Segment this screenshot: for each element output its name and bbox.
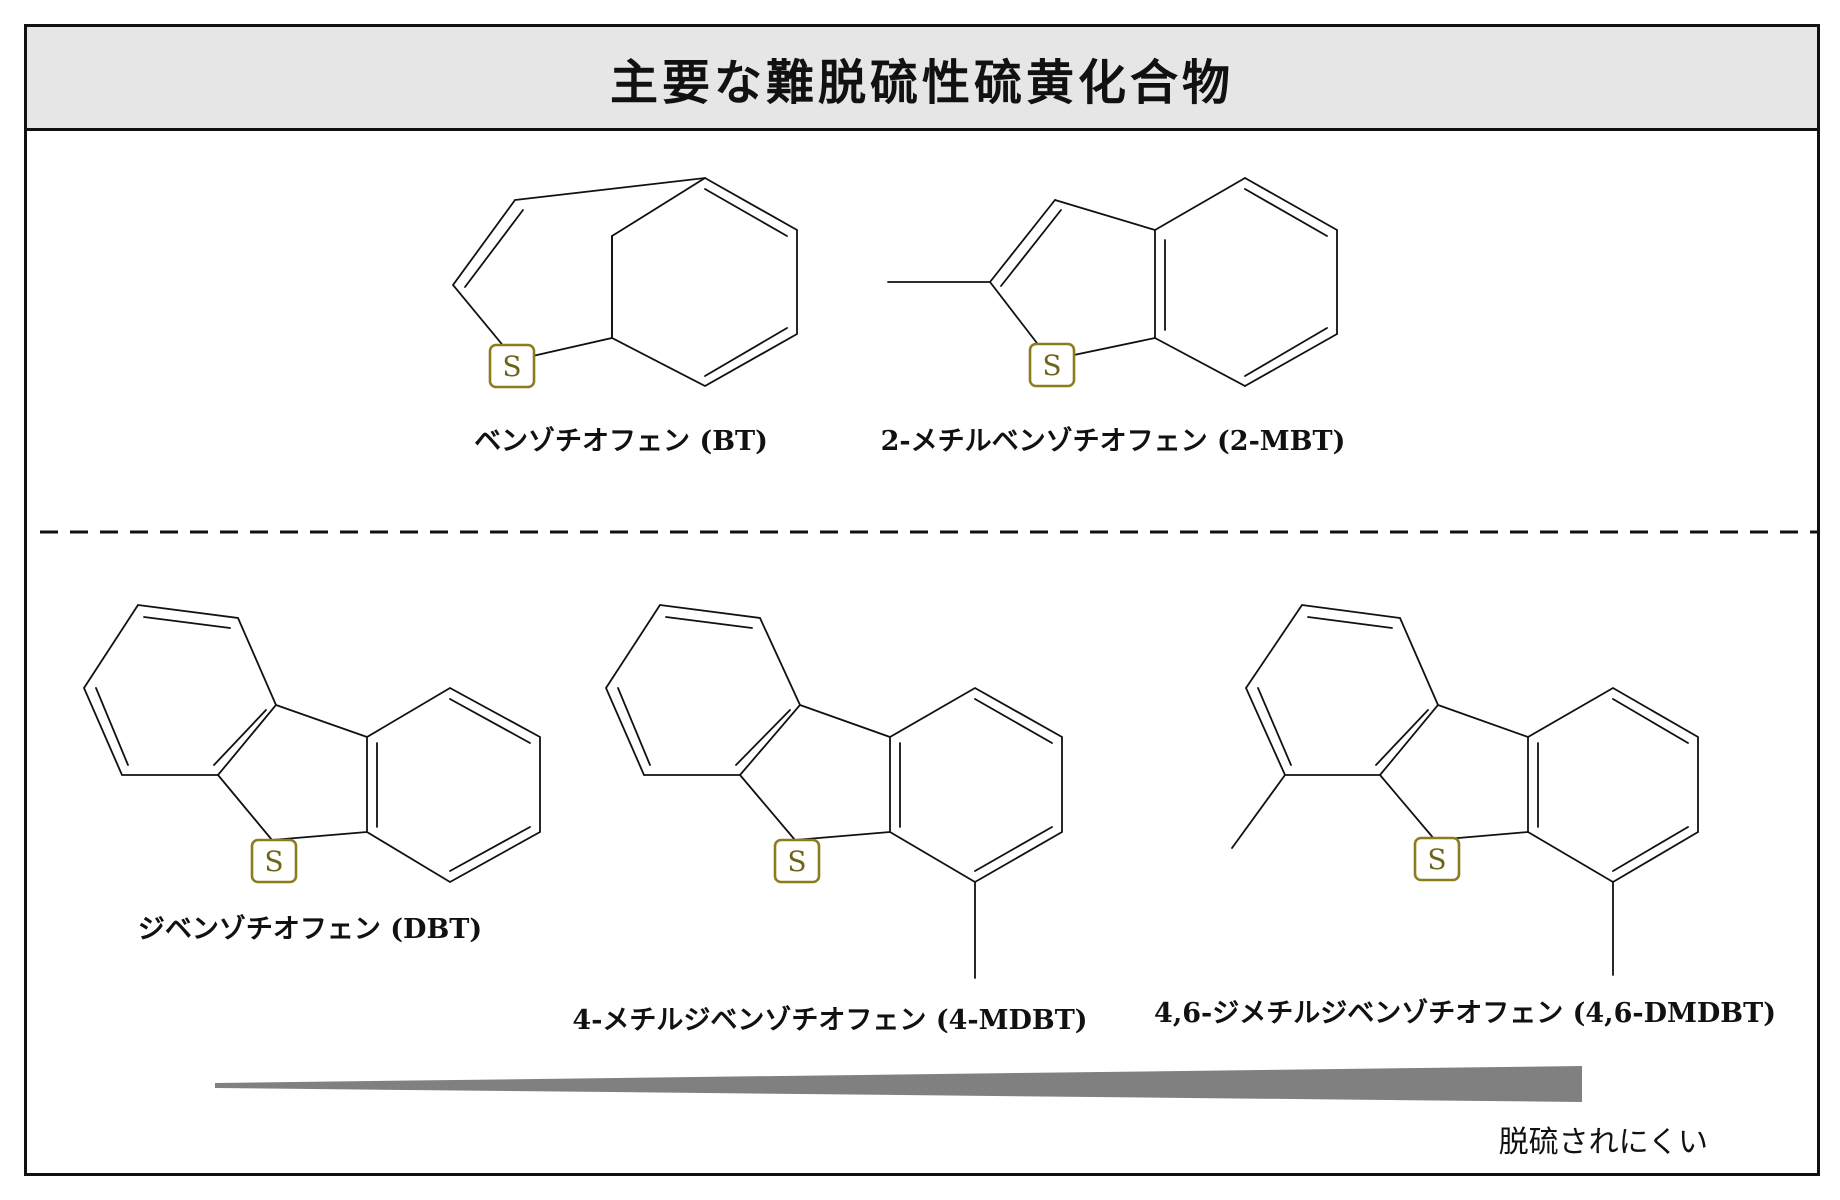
2mbt-sulfur-label: S	[1042, 349, 1061, 382]
2mbt-sulfur-box	[1028, 342, 1076, 388]
46dmdbt-bonds	[1231, 604, 1699, 976]
title-bar: 主要な難脱硫性硫黄化合物	[24, 24, 1820, 131]
dbt-bonds	[82, 604, 541, 884]
2mbt-bonds	[887, 177, 1338, 387]
page-title: 主要な難脱硫性硫黄化合物	[609, 54, 1234, 111]
dbt-sulfur-label: S	[264, 845, 283, 878]
molecule-2mbt: S 2-メチルベンゾチオフェン (2-MBT)	[881, 177, 1346, 457]
dbt-sulfur-box	[250, 838, 298, 884]
bt-sulfur-label: S	[502, 350, 521, 383]
molecule-bt: S ベンゾチオフェン (BT)	[451, 177, 798, 457]
4mdbt-bonds	[604, 604, 1063, 979]
bt-sulfur-box	[488, 343, 536, 389]
4mdbt-sulfur-label: S	[787, 845, 806, 878]
difficulty-gradient-wedge	[215, 1066, 1582, 1102]
gradient-label: 脱硫されにくい	[1499, 1125, 1708, 1160]
4mdbt-sulfur-box	[773, 838, 821, 884]
46dmdbt-name: 4,6-ジメチルジベンゾチオフェン (4,6-DMDBT)	[1154, 998, 1776, 1029]
bt-bonds	[451, 177, 798, 388]
4mdbt-name: 4-メチルジベンゾチオフェン (4-MDBT)	[572, 1005, 1087, 1036]
46dmdbt-sulfur-label: S	[1427, 843, 1446, 876]
dbt-name: ジベンゾチオフェン (DBT)	[138, 914, 482, 945]
molecule-dbt: S ジベンゾチオフェン (DBT)	[82, 604, 541, 945]
bt-name: ベンゾチオフェン (BT)	[474, 426, 768, 457]
2mbt-name: 2-メチルベンゾチオフェン (2-MBT)	[881, 426, 1346, 457]
molecule-4mdbt: S 4-メチルジベンゾチオフェン (4-MDBT)	[572, 604, 1088, 1036]
46dmdbt-sulfur-box	[1413, 836, 1461, 882]
molecule-46dmdbt: S 4,6-ジメチルジベンゾチオフェン (4,6-DMDBT)	[1154, 604, 1776, 1029]
